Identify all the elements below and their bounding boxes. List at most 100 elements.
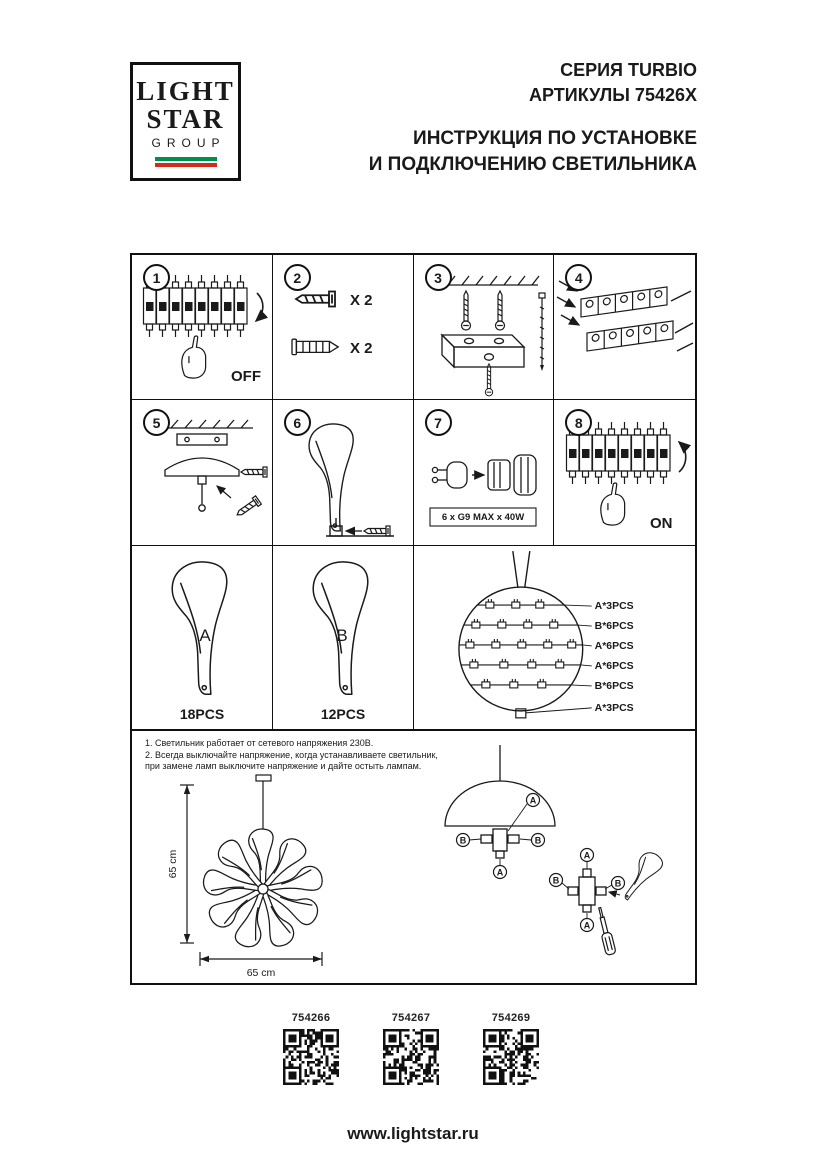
step-1-number: 1 xyxy=(143,264,170,291)
wires xyxy=(556,280,693,352)
part-a-illustration: A 18PCS xyxy=(171,561,228,722)
breaker-off-illustration: OFF xyxy=(135,273,268,385)
socket-arm xyxy=(325,518,394,537)
assembly-diagrams: 65 cm 65 cm xyxy=(167,745,667,979)
step-2-number: 2 xyxy=(283,264,311,291)
part-a-letter: A xyxy=(199,626,211,645)
step-5-cell: 5 xyxy=(132,400,273,546)
step-8-cell: 8 ON xyxy=(554,400,695,546)
flag-green-stripe xyxy=(154,156,217,161)
hand-icon xyxy=(599,482,625,526)
breaker-on-illustration: ON xyxy=(558,418,691,532)
series-title: СЕРИЯ TURBIO xyxy=(560,60,697,80)
qr-code-image-2 xyxy=(383,1029,439,1085)
sphere-assembly-illustration: A*3PCS B*6PCS A*6PCS A*6PCS B*6PCS A*3PC… xyxy=(457,551,633,719)
height-dimension-label: 65 cm xyxy=(167,849,179,878)
lamp-spec-box xyxy=(429,507,537,527)
sphere-label-1: A*3PCS xyxy=(594,601,633,612)
petal-detail-blade xyxy=(614,847,667,905)
sphere-label-6: A*3PCS xyxy=(594,703,633,714)
hand-icon xyxy=(181,335,207,379)
step-7-number: 7 xyxy=(424,409,452,436)
petal-attach-arrow xyxy=(607,890,621,898)
step-3-number: 3 xyxy=(424,264,452,291)
step-8-number: 8 xyxy=(565,409,593,436)
petal-attachment-illustration xyxy=(308,423,394,537)
note-line-2: 2. Всегда выключайте напряжение, когда у… xyxy=(145,749,438,760)
dome-callout-a1: A xyxy=(530,795,537,805)
qr-item-1: 754266 xyxy=(283,1012,339,1090)
sphere-label-2: B*6PCS xyxy=(594,621,633,632)
mounting-bracket xyxy=(440,333,526,369)
screwdriver-icon xyxy=(594,905,617,957)
safety-notes: 1. Светильник работает от сетевого напря… xyxy=(145,738,438,773)
part-a-count: 18PCS xyxy=(180,706,224,722)
sphere-label-5: B*6PCS xyxy=(594,681,633,692)
terminal-wiring-illustration xyxy=(556,280,693,352)
dome-callout-a2: A xyxy=(497,867,504,877)
socket-callout-b1: B xyxy=(553,875,560,885)
document-titles: СЕРИЯ TURBIO АРТИКУЛЫ 75426X ИНСТРУКЦИЯ … xyxy=(369,58,697,178)
bottom-stem xyxy=(514,708,526,719)
qr-code-image-1 xyxy=(283,1029,339,1085)
screw-qty-label: X 2 xyxy=(350,292,373,309)
bracket-mounting-illustration xyxy=(428,275,546,397)
screw-icon xyxy=(294,290,336,308)
part-a-cell: A 18PCS xyxy=(132,546,273,729)
sphere-parts-cell: A*3PCS B*6PCS A*6PCS A*6PCS B*6PCS A*3PC… xyxy=(414,546,696,729)
step-6-cell: 6 xyxy=(272,400,414,546)
qr-code-number-3: 754269 xyxy=(491,1012,531,1024)
socket-callouts: A B B A xyxy=(548,847,626,933)
qr-item-3: 754269 xyxy=(483,1012,539,1090)
width-dimension-label: 65 cm xyxy=(247,967,276,979)
instruction-title-line2: И ПОДКЛЮЧЕНИЮ СВЕТИЛЬНИКА xyxy=(368,154,697,175)
qr-code-image-3 xyxy=(483,1029,539,1085)
ceiling-bracket xyxy=(176,433,228,446)
step-3-cell: 3 xyxy=(413,255,555,400)
part-b-count: 12PCS xyxy=(320,706,364,722)
step-5-number: 5 xyxy=(143,409,170,436)
step-2-cell: 2 X 2 X 2 xyxy=(272,255,414,400)
fasteners-illustration: X 2 X 2 xyxy=(290,290,373,357)
logo-word-group: GROUP xyxy=(151,135,226,150)
dome-callout-b2: B xyxy=(535,835,542,845)
note-line-1: 1. Светильник работает от сетевого напря… xyxy=(145,738,374,748)
instruction-steps-grid: 1 OFF 2 X 2 X 2 3 xyxy=(130,253,697,729)
lamp-insertion-illustration: 6 x G9 MAX x 40W xyxy=(429,454,538,527)
anchor-icon xyxy=(290,338,339,356)
step-1-cell: 1 OFF xyxy=(132,255,273,400)
notes-and-assembly-box: 1. Светильник работает от сетевого напря… xyxy=(130,729,697,985)
italian-flag-stripes xyxy=(154,156,217,167)
socket-callout-a2: A xyxy=(584,920,591,930)
part-b-illustration: B 12PCS xyxy=(312,561,369,722)
lamp-spec-label: 6 x G9 MAX x 40W xyxy=(442,512,524,523)
step-4-cell: 4 xyxy=(554,255,695,400)
g9-bulb-icon xyxy=(432,461,469,489)
width-dimension xyxy=(199,952,323,966)
screw-direction-arrow xyxy=(215,485,232,499)
qr-item-2: 754267 xyxy=(383,1012,439,1090)
socket-callout-b2: B xyxy=(615,878,622,888)
dome-callout-b1: B xyxy=(460,835,467,845)
sphere-body xyxy=(457,551,583,712)
sphere-label-3: A*6PCS xyxy=(594,641,633,652)
petal-blade xyxy=(308,423,354,532)
sphere-label-4: A*6PCS xyxy=(594,661,633,672)
part-b-cell: B 12PCS xyxy=(273,546,414,729)
website-url: www.lightstar.ru xyxy=(347,1124,479,1143)
part-b-letter: B xyxy=(336,626,347,645)
flag-red-stripe xyxy=(154,162,217,167)
socket-callout-a1: A xyxy=(584,850,591,860)
leader-lines xyxy=(525,604,592,714)
canopy xyxy=(164,457,240,512)
connectors xyxy=(464,598,576,689)
rotate-arrow-icon xyxy=(677,440,691,473)
lightstar-logo: LIGHT STAR GROUP xyxy=(130,62,241,181)
dome-callouts: A B B A xyxy=(455,792,546,880)
rotate-arrow-icon xyxy=(254,292,268,323)
petal-flower xyxy=(200,828,325,951)
dome-assembly xyxy=(444,745,556,859)
anchor-qty-label: X 2 xyxy=(350,340,373,357)
qr-codes-row: 754266 754267 754269 xyxy=(283,1012,539,1090)
